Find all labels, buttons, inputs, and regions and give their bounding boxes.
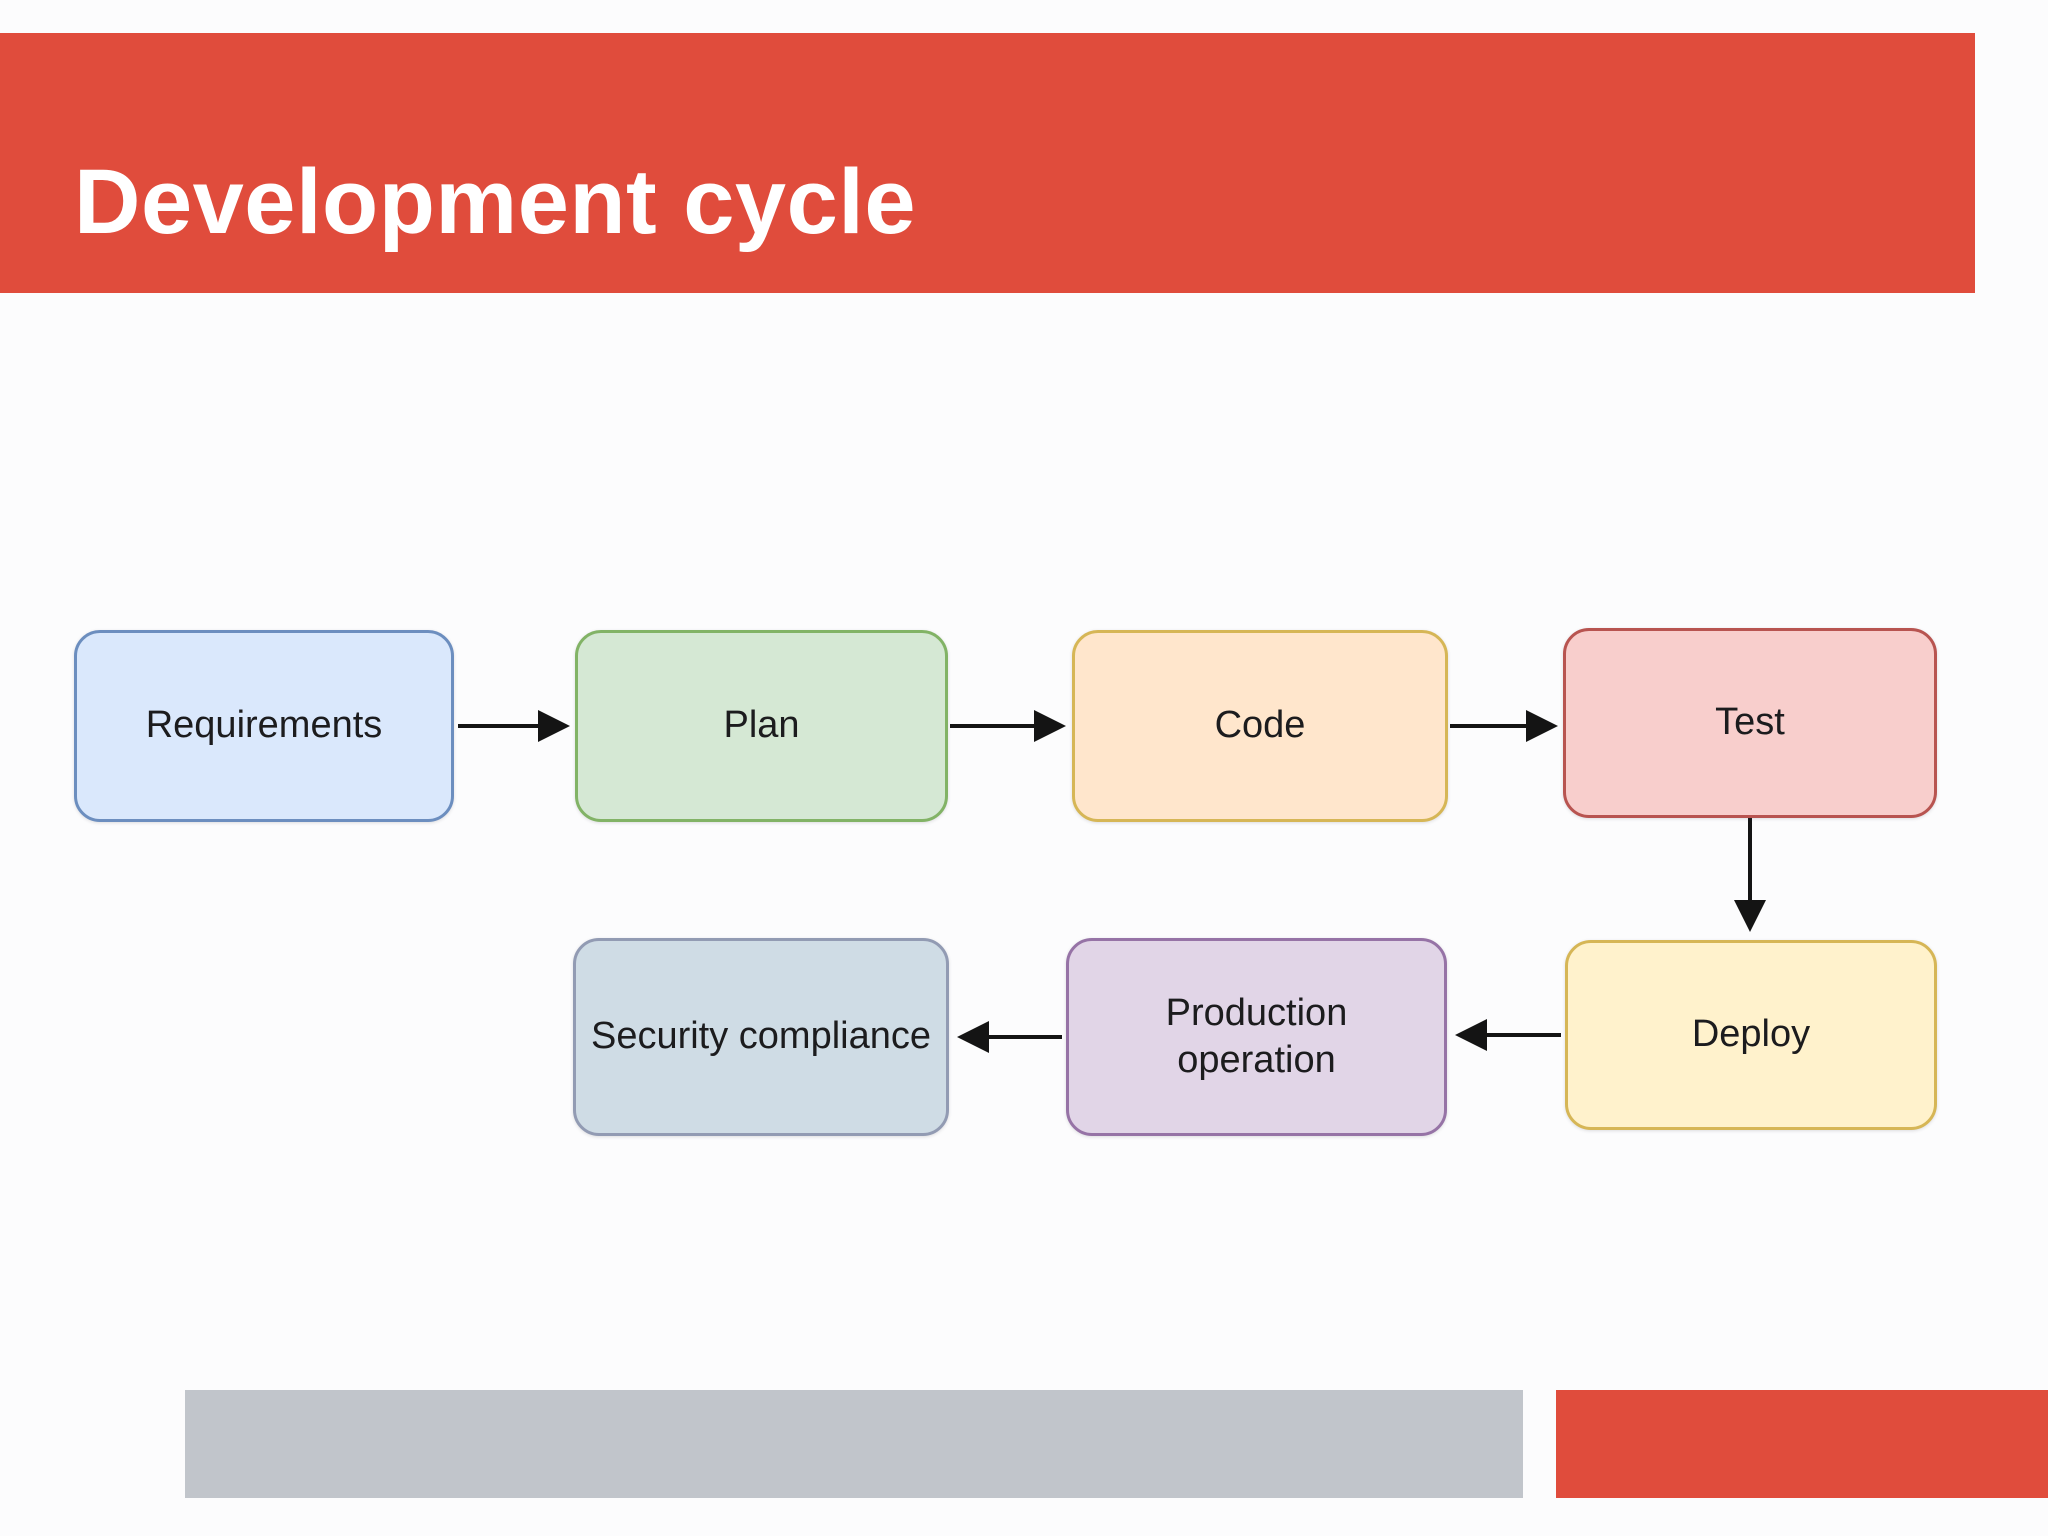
flowchart-node-deploy: Deploy <box>1565 940 1937 1130</box>
footer-gray-bar <box>185 1390 1523 1498</box>
page-title: Development cycle <box>74 151 916 253</box>
flowchart-node-security-compliance: Security compliance <box>573 938 949 1136</box>
flowchart-node-code: Code <box>1072 630 1448 822</box>
node-label-requirements: Requirements <box>145 704 383 747</box>
node-label-deploy: Deploy <box>1691 1013 1811 1056</box>
node-label-production-operation: Production operation <box>1165 991 1348 1082</box>
flowchart-node-requirements: Requirements <box>74 630 454 822</box>
flowchart-node-test: Test <box>1563 628 1937 818</box>
flowchart-node-production-operation: Production operation <box>1066 938 1447 1136</box>
header-banner <box>0 33 1975 293</box>
node-label-security-compliance: Security compliance <box>590 1015 932 1058</box>
node-label-test: Test <box>1715 701 1785 744</box>
footer-red-bar <box>1556 1390 2048 1498</box>
node-label-code: Code <box>1214 704 1306 747</box>
node-label-plan: Plan <box>723 704 800 747</box>
flowchart-node-plan: Plan <box>575 630 948 822</box>
